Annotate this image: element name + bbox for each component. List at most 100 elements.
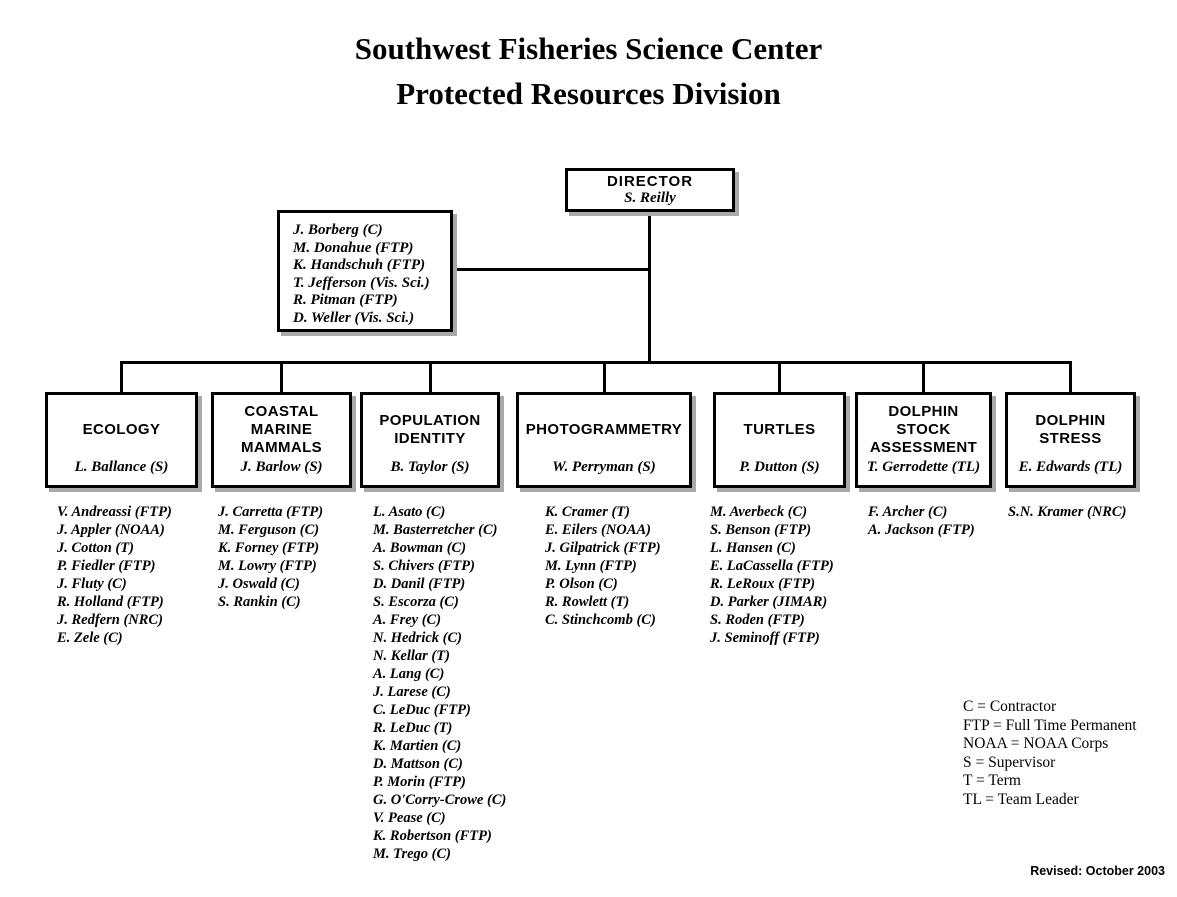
staff-member: M. Lowry (FTP) [218,558,317,574]
staff-member: S. Roden (FTP) [710,612,805,628]
staff-member: G. O'Corry-Crowe (C) [373,792,507,808]
revision-note: Revised: October 2003 [1030,864,1165,878]
connector-drop-turtles [778,361,781,395]
staff-member: L. Hansen (C) [710,540,796,556]
staff-member: D. Weller (Vis. Sci.) [293,309,415,326]
staff-member: J. Larese (C) [373,684,451,700]
staff-member: J. Borberg (C) [293,222,383,238]
staff-member: R. LeDuc (T) [373,720,453,736]
staff-member: D. Parker (JIMAR) [710,594,828,610]
department-title: TURTLES [743,420,816,438]
staff-member: D. Danil (FTP) [373,576,466,592]
staff-member: R. Pitman (FTP) [293,292,398,308]
staff-member: K. Forney (FTP) [218,540,320,556]
department-lead: T. Gerrodette (TL) [866,459,981,475]
staff-member: J. Oswald (C) [218,576,300,592]
staff-list-population-identity: L. Asato (C)M. Basterretcher (C)A. Bowma… [373,503,506,863]
legend-item: FTP = Full Time Permanent [963,716,1137,734]
staff-member: R. LeRoux (FTP) [710,576,816,592]
department-title: COASTAL MARINE MAMMALS [240,402,323,456]
page-title: Southwest Fisheries Science Center Prote… [0,26,1177,116]
staff-member: S. Escorza (C) [373,594,459,610]
staff-member: J. Seminoff (FTP) [710,630,820,646]
staff-member: L. Asato (C) [373,504,446,520]
staff-member: A. Frey (C) [373,612,442,628]
staff-member: M. Ferguson (C) [218,522,320,538]
director-title: DIRECTOR [606,173,694,190]
director-staff-box: J. Borberg (C)M. Donahue (FTP)K. Handsch… [277,210,453,332]
department-title: DOLPHIN STOCK ASSESSMENT [869,402,978,456]
staff-member: J. Gilpatrick (FTP) [545,540,661,556]
staff-member: K. Martien (C) [373,738,462,754]
department-box-coastal-marine-mammals: COASTAL MARINE MAMMALS J. Barlow (S) [211,392,352,488]
staff-member: M. Averbeck (C) [710,504,808,520]
connector-drop-ecology [120,361,123,395]
legend-item: S = Supervisor [963,753,1056,771]
department-title: DOLPHIN STRESS [1035,411,1106,447]
staff-member: A. Jackson (FTP) [868,522,975,538]
staff-member: C. Stinchcomb (C) [545,612,656,628]
staff-list-ecology: V. Andreassi (FTP) J. Appler (NOAA) J. Cot… [57,503,172,647]
director-box: DIRECTOR S. Reilly [565,168,735,212]
director-name: S. Reilly [624,190,676,206]
staff-member: M. Donahue (FTP) [293,239,414,256]
connector-drop-coastal-marine-mammals [280,361,283,395]
connector-staff-to-director [451,268,651,271]
legend-item: T = Term [963,772,1021,789]
staff-member: J. Fluty (C) [57,576,127,592]
department-lead: J. Barlow (S) [240,459,323,475]
department-box-turtles: TURTLES P. Dutton (S) [713,392,846,488]
connector-drop-population-identity [428,361,432,395]
department-lead: W. Perryman (S) [552,459,656,475]
staff-member: T. Jefferson (Vis. Sci.) [293,274,430,291]
staff-member: V. Andreassi (FTP) [57,504,172,520]
staff-member: K. Cramer (T) [545,504,630,520]
staff-member: R. Holland (FTP) [57,594,164,610]
department-lead: E. Edwards (TL) [1018,459,1123,475]
staff-list-coastal-marine-mammals: J. Carretta (FTP) M. Ferguson (C) K. Forne… [218,503,323,611]
staff-member: J. Cotton (T) [57,540,134,556]
connector-director-drop [648,212,651,364]
staff-member: P. Fiedler (FTP) [57,558,156,574]
staff-member: S. Chivers (FTP) [373,558,475,574]
staff-member: P. Olson (C) [545,576,618,592]
department-box-dolphin-stock-assessment: DOLPHIN STOCK ASSESSMENT T. Gerrodette (T… [855,392,992,488]
staff-member: N. Kellar (T) [373,648,450,664]
department-title: PHOTOGRAMMETRY [525,420,683,438]
connector-drop-photogrammetry [602,361,606,395]
staff-member: M. Basterretcher (C) [373,522,498,538]
staff-member: S. Rankin (C) [218,594,301,610]
legend-item: C = Contractor [963,698,1057,715]
title-line-2: Protected Resources Division [396,76,781,111]
staff-member: E. Eilers (NOAA) [545,522,651,538]
staff-member: D. Mattson (C) [373,756,463,772]
staff-list-dolphin-stress: S.N. Kramer (NRC) [1008,503,1126,521]
staff-member: S. Benson (FTP) [710,522,812,538]
staff-member: E. LaCassella (FTP) [710,558,834,574]
staff-member: A. Lang (C) [373,666,445,682]
staff-list-turtles: M. Averbeck (C) S. Benson (FTP) L. Hansen … [710,503,834,647]
connector-drop-dolphin-stress [1069,361,1072,395]
connector-bus [120,361,1072,364]
staff-member: J. Appler (NOAA) [57,522,165,538]
staff-member: P. Morin (FTP) [373,774,466,790]
staff-member: N. Hedrick (C) [373,630,462,646]
legend-item: NOAA = NOAA Corps [963,735,1109,752]
staff-member: K. Handschuh (FTP) [293,257,426,273]
staff-member: J. Carretta (FTP) [218,504,324,520]
staff-member: V. Pease (C) [373,810,446,826]
staff-member: R. Rowlett (T) [545,594,630,610]
staff-list-dolphin-stock-assessment: F. Archer (C) A. Jackson (FTP) [868,503,975,539]
department-lead: P. Dutton (S) [739,459,820,475]
staff-member: F. Archer (C) [868,504,948,520]
department-title: ECOLOGY [82,420,161,438]
staff-member: C. LeDuc (FTP) [373,702,471,718]
connector-drop-dolphin-stock-assessment [922,361,925,395]
legend-item: TL = Team Leader [963,790,1079,808]
staff-member: S.N. Kramer (NRC) [1008,504,1127,520]
staff-member: E. Zele (C) [57,630,123,646]
